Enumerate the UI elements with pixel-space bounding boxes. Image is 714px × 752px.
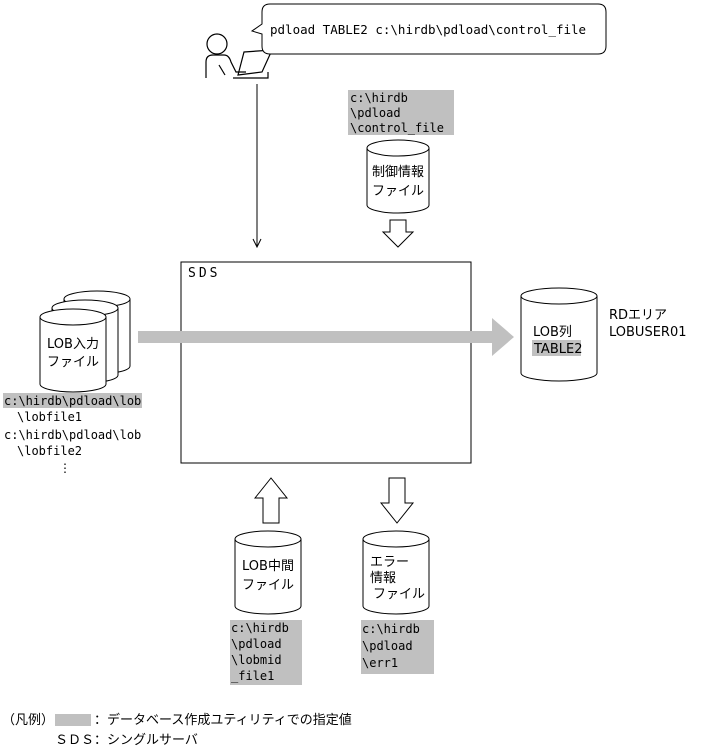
lob-input-path-line-2: \lobfile1 — [17, 410, 82, 424]
rd-area-label-line-2: TABLE2 — [533, 342, 582, 357]
error-file-down-arrow — [379, 477, 415, 524]
legend-shaded-swatch — [55, 714, 91, 726]
lob-middle-path: c:\hirdb \pdload \lobmid _file1 — [230, 620, 302, 685]
control-file-label-line-1: 制御情報 — [372, 165, 424, 180]
error-file-label-line-1: エラー — [370, 555, 409, 570]
lob-middle-path-line-2: \pdload — [231, 637, 282, 651]
control-file-down-arrow — [381, 219, 415, 248]
control-file-path-line-2: \pdload — [350, 106, 401, 120]
error-file-path-line-2: \pdload — [362, 639, 413, 653]
error-file-path: c:\hirdb \pdload \err1 — [361, 620, 434, 674]
control-file-cylinder — [366, 139, 430, 214]
error-file-path-highlight — [361, 620, 434, 674]
lob-middle-path-line-3: \lobmid — [231, 653, 282, 667]
rd-area-cylinder — [520, 287, 598, 382]
lob-middle-path-line-4: _file1 — [231, 669, 274, 683]
lob-input-path-line-3: c:\hirdb\pdload\lob — [4, 428, 141, 442]
lob-middle-path-line-1: c:\hirdb — [231, 621, 289, 635]
command-bubble: pdload TABLE2 c:\hirdb\pdload\control_fi… — [250, 3, 607, 55]
lob-data-flow-arrow — [138, 318, 514, 356]
lob-input-path-highlight — [3, 393, 142, 408]
control-file-path-highlight — [348, 90, 454, 135]
control-file-path-line-3: \control_file — [350, 121, 444, 135]
lob-middle-label-line-2: ファイル — [242, 578, 294, 593]
control-file-path: c:\hirdb \pdload \control_file — [348, 90, 454, 135]
lob-input-path-ellipsis: ⋮ — [59, 461, 71, 475]
lob-input-path-line-4: \lobfile2 — [17, 444, 82, 458]
error-file-path-line-1: c:\hirdb — [362, 622, 420, 636]
sds-label: SDS — [188, 266, 220, 281]
lob-middle-cylinder — [234, 530, 302, 615]
rd-area-table-highlight — [532, 340, 581, 356]
command-text: pdload TABLE2 c:\hirdb\pdload\control_fi… — [270, 22, 586, 37]
error-file-cylinder — [362, 530, 430, 615]
lob-input-file-stack — [39, 290, 131, 393]
lob-middle-path-highlight — [230, 620, 302, 685]
lob-input-paths: c:\hirdb\pdload\lob \lobfile1 c:\hirdb\p… — [3, 393, 142, 475]
legend-sds-text: ＳＤＳ：シングルサーバ — [55, 733, 198, 748]
legend-prefix: （凡例） — [2, 713, 54, 728]
legend-shaded-text: ：データベース作成ユティリティでの指定値 — [94, 712, 352, 728]
error-file-path-line-3: \err1 — [362, 656, 398, 670]
control-file-path-line-1: c:\hirdb — [350, 91, 408, 105]
lob-middle-label-line-1: LOB中間 — [242, 559, 294, 574]
lob-middle-up-arrow — [253, 477, 289, 524]
error-file-label-line-2: 情報 — [370, 571, 396, 586]
legend: （凡例） ：データベース作成ユティリティでの指定値 ＳＤＳ：シングルサーバ — [2, 712, 352, 748]
rd-area-label-line-1: LOB列 — [533, 325, 572, 340]
rd-area-name-line-1: RDエリア — [609, 308, 667, 323]
lob-input-path-line-1: c:\hirdb\pdload\lob — [4, 394, 141, 408]
lob-input-label-line-1: LOB入力 — [47, 337, 99, 352]
control-file-label-line-2: ファイル — [372, 184, 424, 199]
sds-box — [180, 261, 472, 464]
rd-area-name-line-2: LOBUSER01 — [609, 325, 687, 340]
lob-input-label-line-2: ファイル — [47, 355, 99, 370]
error-file-label-line-3: ファイル — [373, 587, 425, 602]
